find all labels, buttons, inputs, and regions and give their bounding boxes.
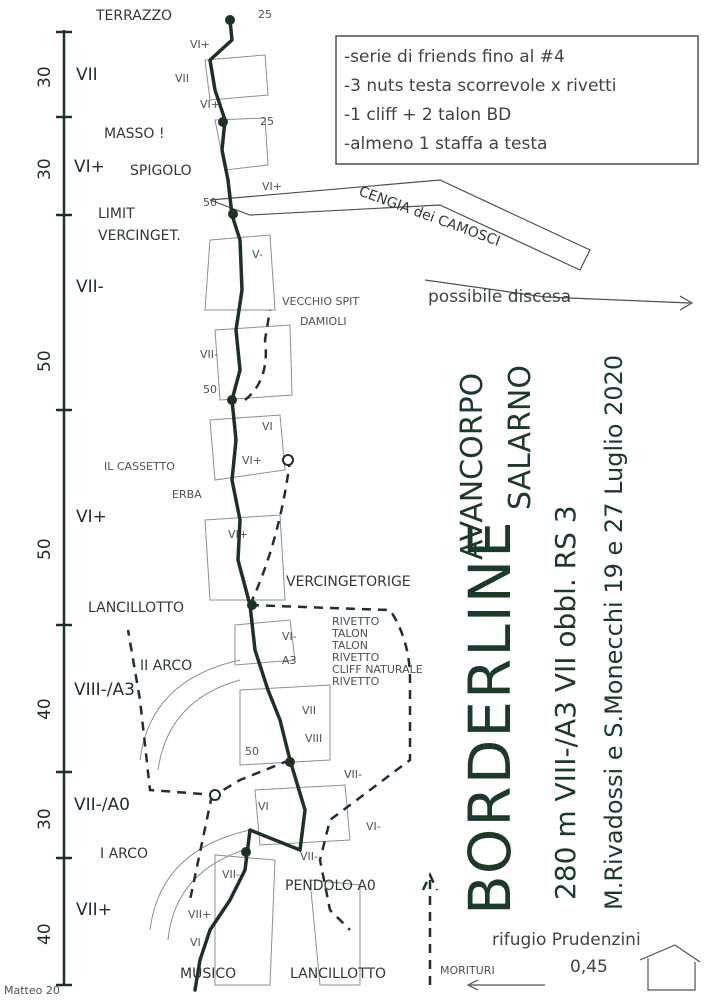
label-lancillotto: LANCILLOTTO xyxy=(88,600,184,616)
pitch-grade: VI+ xyxy=(76,507,107,527)
label-terrazzo: TERRAZZO xyxy=(95,8,172,24)
wall-name: SALARNO xyxy=(503,365,538,510)
label-rappel: 50 xyxy=(203,196,217,209)
grade-label: VI+ xyxy=(190,38,210,51)
grade-label: VII- xyxy=(300,850,318,863)
gear-list: -serie di friends fino al #4 -3 nuts tes… xyxy=(335,35,699,165)
grade-label: VII- xyxy=(344,768,362,781)
signature: Matteo 20 xyxy=(4,984,60,997)
grade-label: VI+ xyxy=(200,98,220,111)
grade-label: VI xyxy=(262,420,273,433)
grade-label: VII- xyxy=(222,868,240,881)
aid-item: RIVETTO xyxy=(332,651,380,664)
grade-label: VI+ xyxy=(242,454,262,467)
grade-label: VII- xyxy=(200,348,218,361)
pitch-scale: 30 VII 30 VI+ 50 VII- 50 VI+ 40 VIII-/A3… xyxy=(35,30,135,987)
label-pendolo: PENDOLO A0 xyxy=(285,878,376,894)
aid-item: TALON xyxy=(331,627,368,640)
route-title-block: BORDERLINE AVANCORPO SALARNO 280 m VIII-… xyxy=(455,355,628,915)
label-time: 0,45 xyxy=(570,957,608,977)
label-vercingetorige: VERCINGETORIGE xyxy=(286,574,411,590)
pitch-length: 50 xyxy=(35,538,55,560)
pitch-length: 50 xyxy=(35,350,55,372)
gear-item: -almeno 1 staffa a testa xyxy=(344,134,547,154)
grade-label: VI+ xyxy=(228,528,248,541)
route-line xyxy=(126,15,439,992)
label-vecchio-spit: DAMIOLI xyxy=(300,315,347,328)
wall-name: AVANCORPO xyxy=(455,373,490,560)
aid-item: RIVETTO xyxy=(332,615,380,628)
pitch-grade: VIII-/A3 xyxy=(74,680,135,700)
label-rappel: 50 xyxy=(245,745,259,758)
grade-label: VII+ xyxy=(188,908,211,921)
label-limit: LIMIT xyxy=(98,206,135,222)
label-cassetto: IL CASSETTO xyxy=(104,460,175,473)
pitch-length: 30 xyxy=(35,808,55,830)
label-rappel: 25 xyxy=(258,8,272,21)
route-authors: M.Rivadossi e S.Monecchi 19 e 27 Luglio … xyxy=(600,355,628,910)
pitch-grade: VII- xyxy=(76,277,104,297)
aid-list: RIVETTO TALON TALON RIVETTO CLIFF NATURA… xyxy=(331,615,423,688)
label-limit: VERCINGET. xyxy=(98,228,181,244)
label-rappel: 25 xyxy=(260,115,274,128)
gear-item: -serie di friends fino al #4 xyxy=(344,47,565,67)
pitch-grade: VII+ xyxy=(76,900,112,920)
label-discesa: possibile discesa xyxy=(428,287,571,307)
grade-label: VI+ xyxy=(262,180,282,193)
label-musico: MUSICO xyxy=(180,966,236,982)
gear-item: -1 cliff + 2 talon BD xyxy=(344,105,511,125)
rock-features xyxy=(139,54,701,991)
grade-label: VI xyxy=(190,936,201,949)
label-masso: MASSO ! xyxy=(104,126,165,142)
pitch-grade: VII xyxy=(76,65,98,85)
label-spigolo: SPIGOLO xyxy=(130,163,192,179)
pitch-grade: VI+ xyxy=(74,157,105,177)
label-vecchio-spit: VECCHIO SPIT xyxy=(282,295,359,308)
route-grades: VI+ VII VI+ VI+ V- VII- VI VI+ VI+ VI- A… xyxy=(175,38,381,949)
grade-label: VI xyxy=(258,800,269,813)
route-summary: 280 m VIII-/A3 VII obbl. RS 3 xyxy=(549,505,582,900)
pitch-length: 40 xyxy=(35,698,55,720)
grade-label: VIII xyxy=(305,732,322,745)
aid-item: CLIFF NATURALE xyxy=(332,663,423,676)
gear-item: -3 nuts testa scorrevole x rivetti xyxy=(344,76,616,96)
label-rifugio: rifugio Prudenzini xyxy=(492,930,641,950)
label-erba: ERBA xyxy=(172,488,202,501)
aid-item: TALON xyxy=(331,639,368,652)
grade-label: V- xyxy=(252,248,263,261)
label-morituri: MORITURI xyxy=(440,964,495,977)
label-arco: II ARCO xyxy=(140,658,192,674)
label-rappel: 50 xyxy=(203,383,217,396)
pitch-length: 40 xyxy=(35,923,55,945)
grade-label: A3 xyxy=(282,654,297,667)
pitch-length: 30 xyxy=(35,158,55,180)
grade-label: VII xyxy=(175,72,189,85)
route-name: BORDERLINE xyxy=(456,519,524,915)
label-lancillotto: LANCILLOTTO xyxy=(290,966,386,982)
grade-label: VI- xyxy=(282,630,297,643)
grade-label: VI- xyxy=(366,820,381,833)
aid-item: RIVETTO xyxy=(332,675,380,688)
pitch-grade: VII-/A0 xyxy=(74,795,130,815)
pitch-length: 30 xyxy=(35,66,55,88)
grade-label: VII xyxy=(302,704,316,717)
label-arco: I ARCO xyxy=(100,846,148,862)
